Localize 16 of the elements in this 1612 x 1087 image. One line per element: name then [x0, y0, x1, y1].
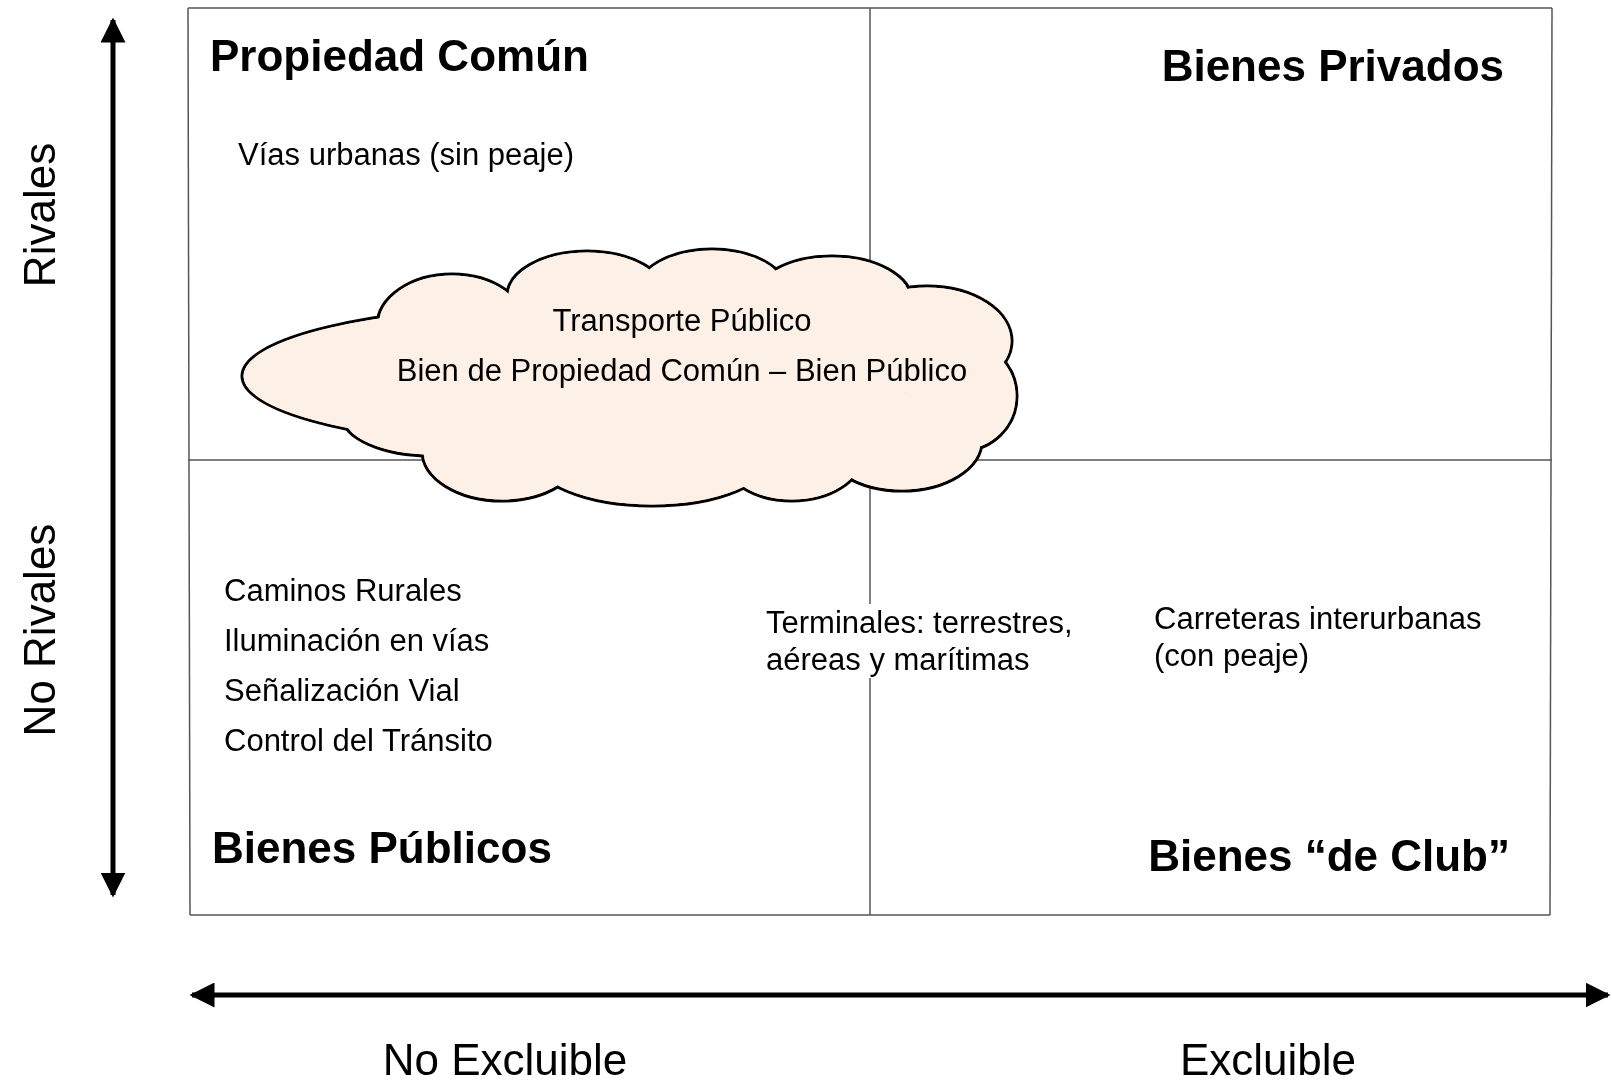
quadrant-title: Bienes Públicos: [212, 822, 552, 874]
axis-label: No Rivales: [15, 523, 65, 737]
example-text: Control del Tránsito: [224, 722, 493, 760]
example-text: Iluminación en vías: [224, 622, 490, 660]
axis-label: Excluible: [1179, 1035, 1357, 1085]
example-text: Caminos Rurales: [224, 572, 462, 610]
example-text: Señalización Vial: [224, 672, 460, 710]
example-text: Vías urbanas (sin peaje): [238, 136, 575, 174]
quadrant-title: Bienes Privados: [1161, 40, 1504, 92]
quadrant-title: Bienes “de Club”: [1148, 830, 1510, 882]
axis-label: No Excluible: [382, 1035, 628, 1085]
quadrant-title: Propiedad Común: [210, 30, 589, 82]
axis-label: Rivales: [15, 142, 65, 288]
example-text: Transporte Público: [551, 302, 813, 340]
example-text: Bien de Propiedad Común – Bien Público: [395, 352, 969, 390]
example-text: Carreteras interurbanas (con peaje): [1154, 600, 1483, 675]
